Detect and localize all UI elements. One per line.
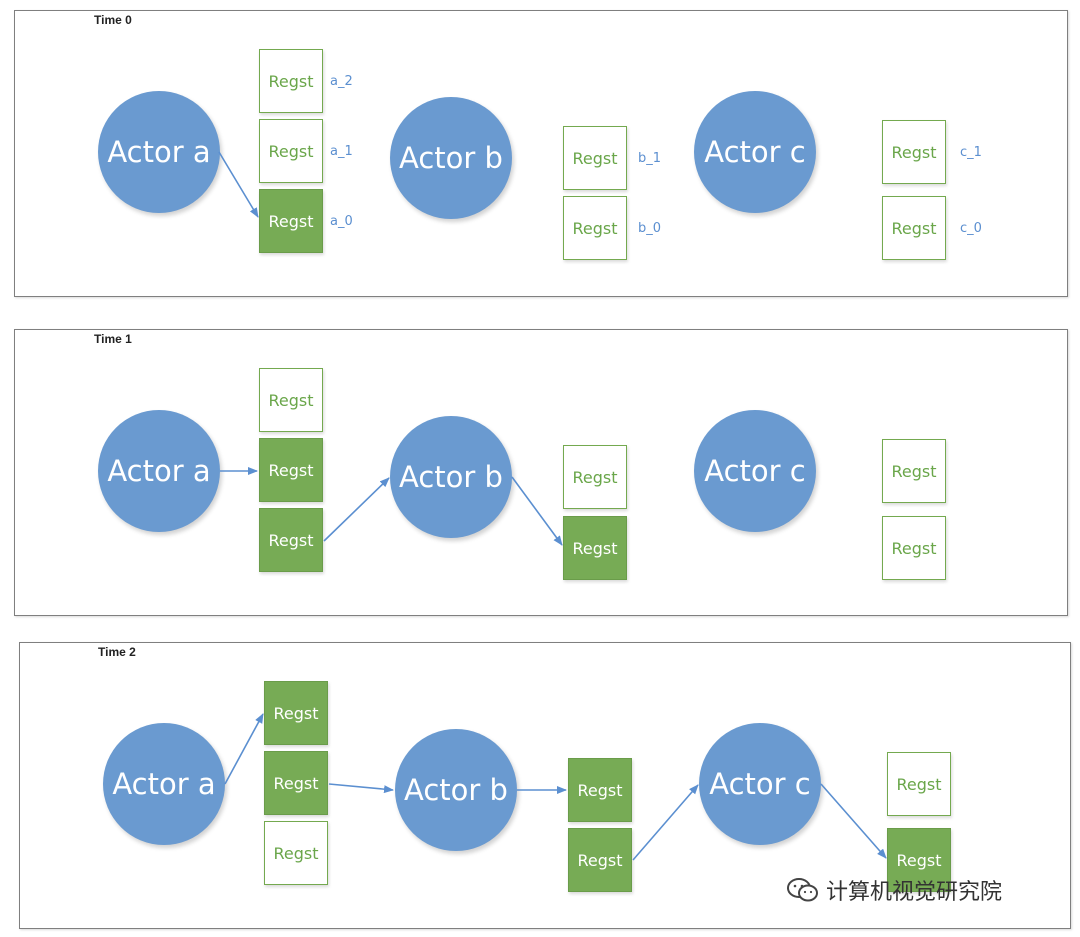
actor-a: Actor a [98,410,220,532]
regst-b0: Regst [568,828,632,892]
arrow-a1-to-b [328,783,394,794]
actor-b: Actor b [395,729,517,851]
arrow-a0-to-b [323,477,390,542]
regst-label: b_1 [638,151,662,166]
regst-a1: Regst [259,119,323,183]
actor-c: Actor c [694,91,816,213]
regst-b0: Regst [563,516,627,580]
regst-a1: Regst [259,438,323,502]
regst-label: b_0 [638,221,662,236]
regst-c0: Regst [882,516,946,580]
regst-c1: Regst [882,439,946,503]
regst-c0: Regst [882,196,946,260]
regst-label: a_1 [330,144,353,159]
regst-b0: Regst [563,196,627,260]
actor-c: Actor c [699,723,821,845]
regst-label: a_2 [330,74,353,89]
regst-a2: Regst [264,681,328,745]
actor-a: Actor a [98,91,220,213]
arrow-a-to-a2 [224,713,264,785]
regst-b1: Regst [563,126,627,190]
regst-a0: Regst [259,189,323,253]
regst-a0: Regst [259,508,323,572]
panel-title: Time 2 [98,645,136,659]
regst-b1: Regst [563,445,627,509]
regst-label: c_0 [960,221,982,236]
regst-a2: Regst [259,49,323,113]
wechat-icon [787,878,818,902]
actor-b: Actor b [390,97,512,219]
regst-c1: Regst [882,120,946,184]
regst-label: c_1 [960,145,982,160]
regst-a0: Regst [264,821,328,885]
regst-a1: Regst [264,751,328,815]
regst-b1: Regst [568,758,632,822]
watermark-text: 计算机视觉研究院 [826,880,1003,905]
actor-a: Actor a [103,723,225,845]
arrow-a-to-a0 [218,151,259,218]
regst-a2: Regst [259,368,323,432]
arrow-c-to-c0 [820,783,887,859]
panel-title: Time 1 [94,332,132,346]
regst-c0: Regst [887,828,951,892]
regst-c1: Regst [887,752,951,816]
arrow-b0-to-c [632,784,699,861]
actor-c: Actor c [694,410,816,532]
arrow-b-to-b0 [511,476,563,546]
panel-title: Time 0 [94,13,132,27]
actor-b: Actor b [390,416,512,538]
watermark: 计算机视觉研究院 [786,874,1002,906]
regst-label: a_0 [330,214,353,229]
